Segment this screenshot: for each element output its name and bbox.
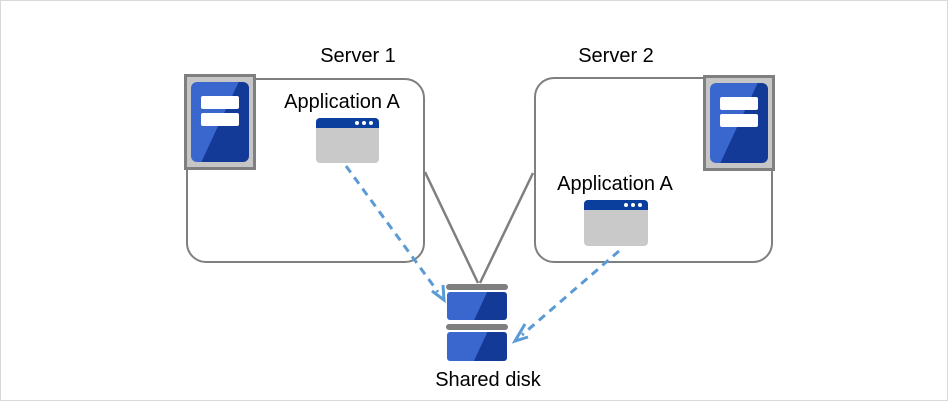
- app2-label: Application A: [557, 173, 673, 195]
- disk-cap: [446, 324, 508, 330]
- app-window-titlebar: [584, 200, 648, 210]
- disk-platter: [447, 292, 507, 320]
- app1-label: Application A: [284, 91, 400, 113]
- server-icon-body: [191, 82, 249, 162]
- server2-disk-line: [478, 172, 535, 284]
- titlebar-dot: [638, 203, 642, 207]
- disk-cap: [446, 284, 508, 290]
- titlebar-dot: [362, 121, 366, 125]
- titlebar-dot: [355, 121, 359, 125]
- app-window-icon: [584, 200, 648, 246]
- app2-dataflow-arrow: [511, 249, 620, 344]
- server1-disk-line: [423, 171, 480, 284]
- server-slot: [720, 97, 758, 110]
- titlebar-dot: [631, 203, 635, 207]
- server-slot: [720, 114, 758, 127]
- titlebar-dot: [624, 203, 628, 207]
- disk-stack-icon: [446, 284, 508, 361]
- server-icon-body: [710, 83, 768, 163]
- app-window-titlebar: [316, 118, 379, 128]
- server1-label: Server 1: [320, 45, 396, 67]
- server2-label: Server 2: [578, 45, 654, 67]
- server-slot: [201, 113, 239, 126]
- app-window-icon: [316, 118, 379, 163]
- server-icon: [184, 74, 256, 170]
- disk-platter: [447, 332, 507, 361]
- titlebar-dot: [369, 121, 373, 125]
- shared-disk-label: Shared disk: [435, 369, 541, 391]
- server-icon: [703, 75, 775, 171]
- server-slot: [201, 96, 239, 109]
